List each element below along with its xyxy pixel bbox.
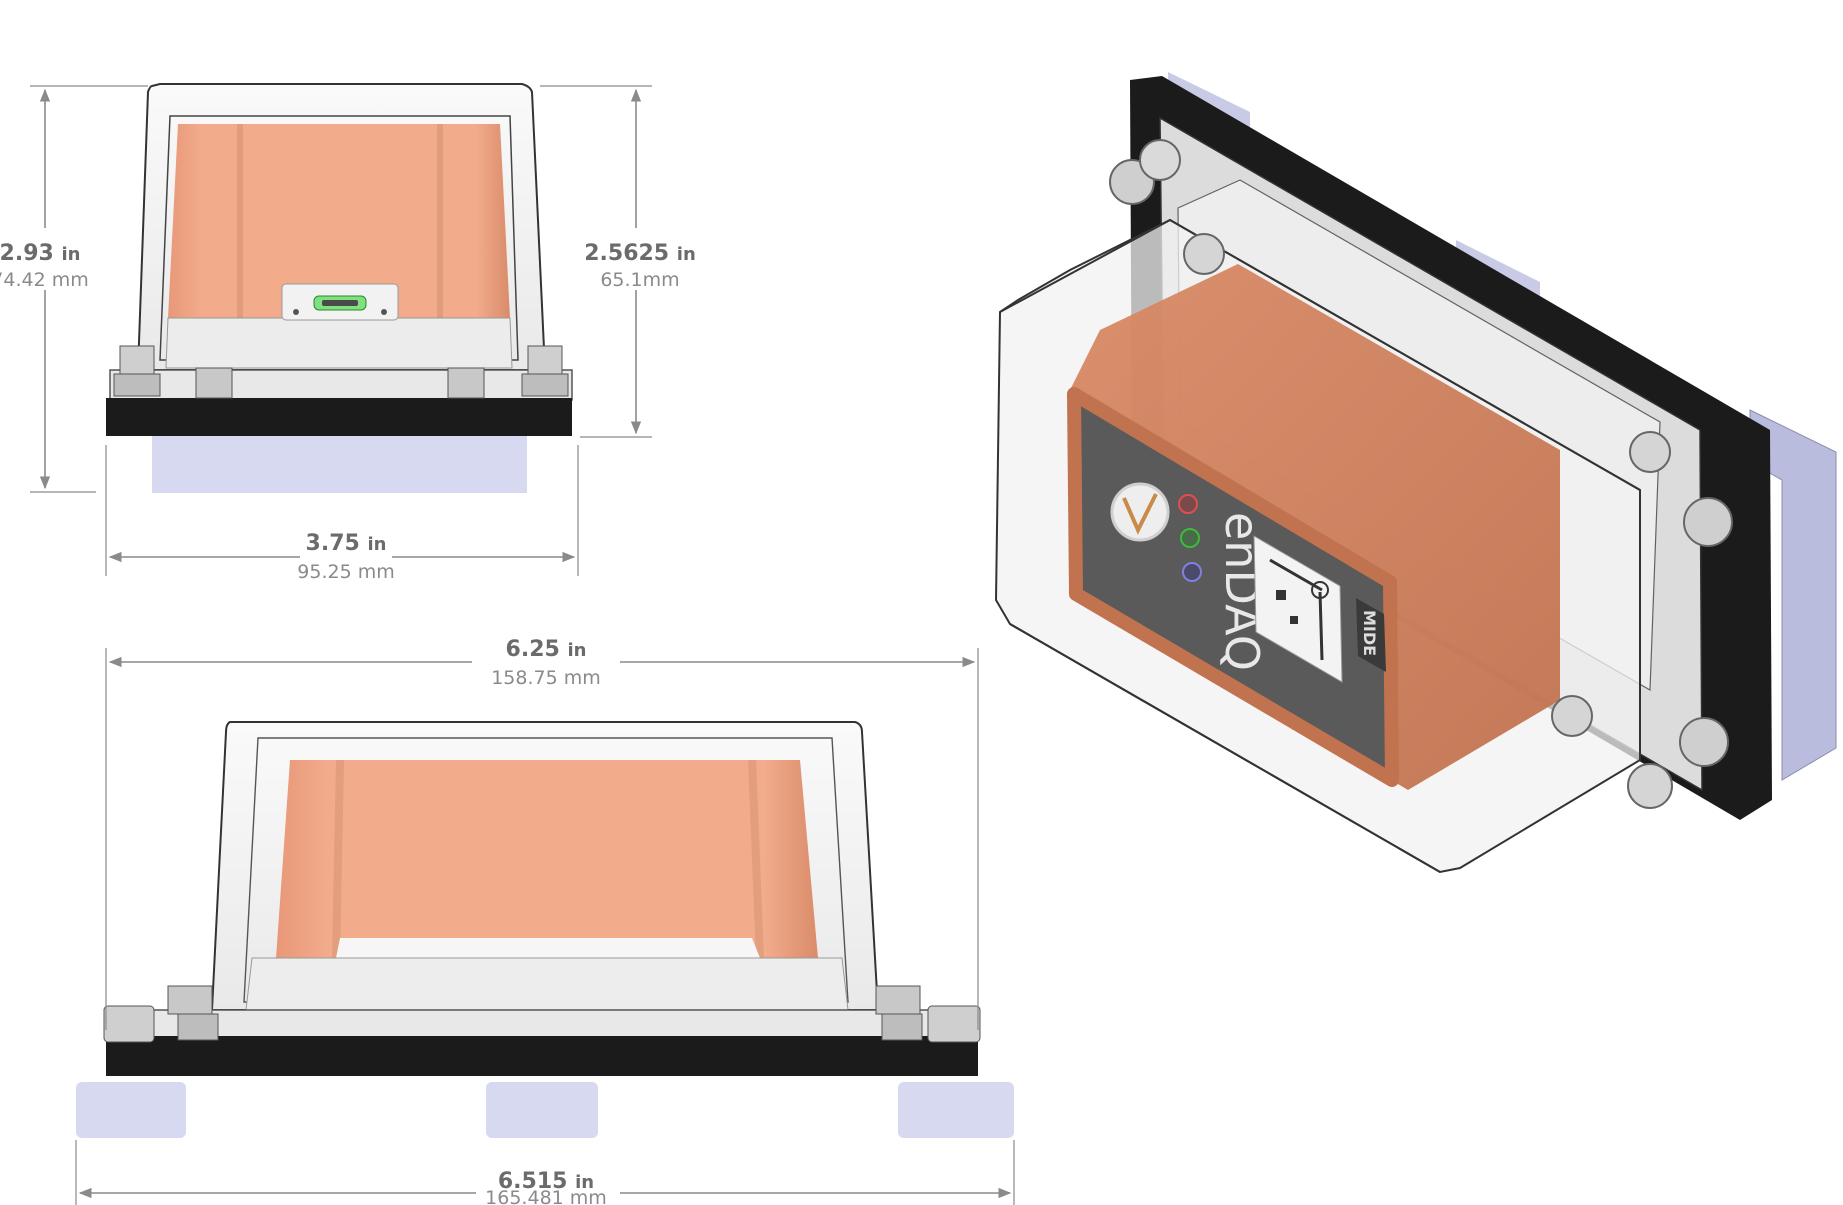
side-view-foot	[898, 1082, 1014, 1138]
side-view-foot	[76, 1082, 186, 1138]
iso-foot	[1168, 72, 1250, 128]
led-green-icon	[1180, 528, 1200, 548]
screw-icon	[113, 345, 569, 399]
front-view-base-plate	[106, 398, 572, 436]
dim-front-width-metric: 95.25 mm	[297, 561, 394, 583]
device-maker-label: MIDE	[1360, 610, 1379, 656]
led-blue-icon	[1182, 562, 1202, 582]
isometric-view: enDAQ MIDE	[994, 72, 1837, 874]
axis-sticker	[1253, 535, 1343, 683]
led-red-icon	[1178, 494, 1198, 514]
dim-side-overall-length-metric: 165.481 mm	[485, 1187, 607, 1205]
side-view-foot	[486, 1082, 598, 1138]
dim-side-length-value: 6.25 in	[506, 637, 587, 662]
dim-front-height-metric: 74.42 mm	[0, 269, 89, 291]
screw-icon	[1109, 139, 1733, 809]
front-view-foot	[152, 435, 527, 493]
dim-side-overall-length-value: 6.515 in	[498, 1169, 594, 1194]
dim-front-height-value: 2.93 in	[0, 241, 80, 266]
screw-icon	[103, 985, 981, 1043]
front-view: 2.93 in 74.42 mm 2.5625 in 65.1mm 3.75 i…	[0, 83, 696, 583]
dim-front-inner-height-metric: 65.1mm	[600, 269, 679, 291]
front-view-flange	[109, 369, 573, 401]
side-view: 6.25 in 158.75 mm 6.515 in 165.481 mm	[75, 637, 1015, 1205]
side-view-base-plate	[106, 1036, 978, 1076]
dim-side-length-metric: 158.75 mm	[491, 667, 601, 689]
dim-front-width-value: 3.75 in	[306, 531, 387, 556]
front-view-copper-body	[168, 124, 510, 318]
side-view-copper-body	[276, 760, 818, 958]
endaq-logo-icon	[1110, 482, 1170, 542]
dim-front-inner-height-value: 2.5625 in	[584, 241, 696, 266]
